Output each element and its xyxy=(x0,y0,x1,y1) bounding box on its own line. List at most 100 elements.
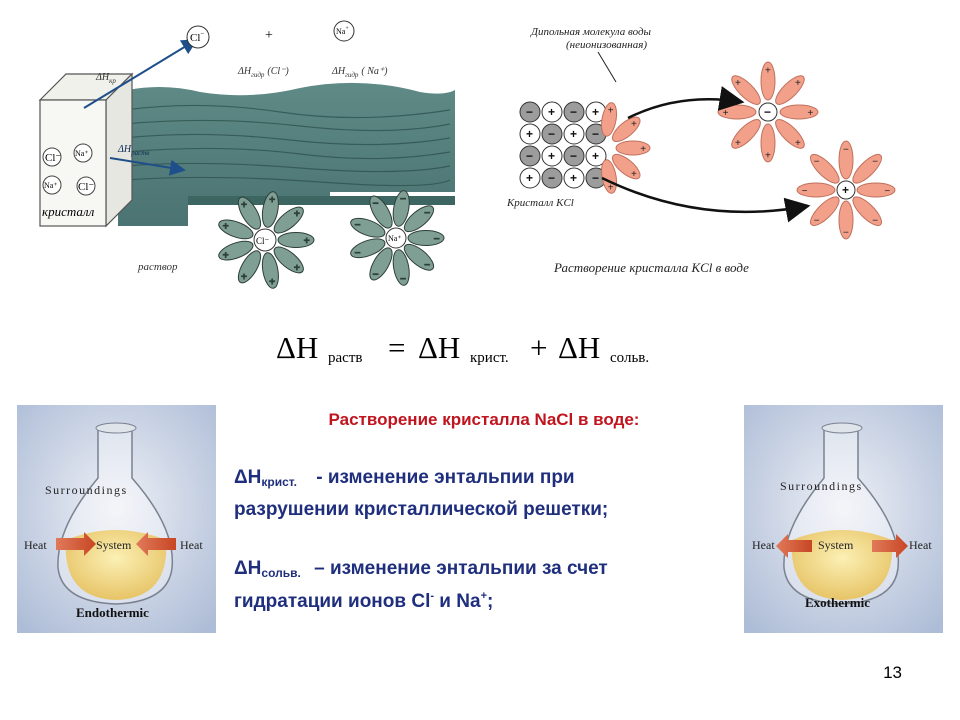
hydrated-cl-label: Cl⁻ xyxy=(256,236,270,246)
crystal-label: кристалл xyxy=(42,204,95,219)
water-dipole-petal xyxy=(237,196,262,230)
crystal-ion-4: Cl⁻ xyxy=(78,181,94,193)
plus-sign: + xyxy=(265,28,273,43)
water-dipole-petal xyxy=(392,249,410,286)
exo-surroundings: Surroundings xyxy=(780,479,863,493)
petal-charge-sign: − xyxy=(872,215,878,226)
endo-heat-left: Heat xyxy=(24,538,47,552)
hydrated-anion: ++++++++ xyxy=(717,61,819,163)
formula-term1-sub: раств xyxy=(328,350,363,366)
petal-charge-sign: + xyxy=(735,138,741,149)
petal-charge-sign: + xyxy=(735,78,741,89)
water-dipole-petal xyxy=(350,238,386,259)
water-dipole-petal xyxy=(779,104,819,120)
formula-plus: + xyxy=(530,330,548,365)
free-ion-charge: − xyxy=(764,105,771,119)
petal-charge-sign: − xyxy=(884,186,890,197)
pink-hydration-shell-attached: +++++ xyxy=(601,102,651,194)
endo-heat-arrow-right xyxy=(136,532,176,556)
water-dipole-petal xyxy=(261,191,279,228)
dh-solv-sub: сольв. xyxy=(261,566,301,580)
water-dipole-petal xyxy=(218,240,254,261)
petal-charge-sign: + xyxy=(765,66,771,77)
cl-charge: - xyxy=(430,590,435,602)
petal-charge-sign: + xyxy=(269,277,275,288)
lattice-charge-sign: − xyxy=(548,127,555,141)
dh-solv-line2: гидратации ионов Cl- и Na+; xyxy=(234,590,493,613)
kcl-crystal-label: Кристалл KCl xyxy=(506,197,574,209)
petal-charge-sign: + xyxy=(765,150,771,161)
lattice-charge-sign: − xyxy=(526,105,533,119)
formula-term2-sub: крист. xyxy=(470,350,509,366)
water-dipole-petal xyxy=(611,116,641,143)
water-dipole-petal xyxy=(760,61,776,101)
dh-kryst-line1: ΔHкрист. - изменение энтальпии при xyxy=(234,467,575,489)
k-cation xyxy=(519,167,541,189)
petal-charge-sign: − xyxy=(843,227,849,238)
petal-charge-sign: + xyxy=(223,250,229,261)
water-dipole-petal xyxy=(277,232,315,248)
water-surface xyxy=(118,82,455,226)
petal-charge-sign: + xyxy=(807,108,813,119)
water-dipole-petal xyxy=(796,182,836,198)
water-dipole-petal xyxy=(392,190,410,227)
crystal-ion-1: Cl⁻ xyxy=(45,152,61,164)
water-dipole-petal xyxy=(852,196,883,227)
petal-charge-sign: + xyxy=(723,108,729,119)
hydrated-na-label: Na⁺ xyxy=(388,234,402,243)
dipole-label-line2: (неионизованная) xyxy=(566,39,647,51)
endo-heat-arrow-left xyxy=(56,532,96,556)
cl-anion xyxy=(563,145,585,167)
petal-charge-sign: − xyxy=(400,194,406,205)
lattice-charge-sign: − xyxy=(570,105,577,119)
water-dipole-petal xyxy=(261,252,279,289)
water-dipole-petal xyxy=(838,200,854,240)
arrow-to-cation xyxy=(601,176,811,223)
label-dh-kr: ΔHкр xyxy=(95,72,116,85)
lattice-charge-sign: − xyxy=(592,127,599,141)
lattice-charge-sign: + xyxy=(592,149,599,163)
free-ion-cl: Cl− xyxy=(190,30,204,44)
dh-solv-desc2-c: ; xyxy=(487,591,494,612)
petal-charge-sign: − xyxy=(400,274,406,285)
lattice-charge-sign: + xyxy=(548,149,555,163)
lattice-charge-sign: − xyxy=(526,149,533,163)
petal-charge-sign: + xyxy=(241,200,247,211)
water-dipole-petal xyxy=(775,75,805,105)
exo-heat-left: Heat xyxy=(752,538,775,552)
k-cation xyxy=(563,123,585,145)
petal-charge-sign: − xyxy=(355,220,361,231)
free-ion-charge: + xyxy=(842,183,849,197)
water-dipole-petal xyxy=(350,217,386,238)
k-cation xyxy=(541,101,563,123)
endo-caption: Endothermic xyxy=(76,605,149,620)
dh-solv-line1: ΔHсольв. – изменение энтальпии за счет xyxy=(234,558,608,580)
petal-charge-sign: − xyxy=(373,269,379,280)
water-dipole-petal xyxy=(775,119,805,149)
na-charge: + xyxy=(480,590,487,602)
water-dipole-petal xyxy=(852,153,883,184)
petal-charge-sign: + xyxy=(223,222,229,233)
crystal-ion-3: Na⁺ xyxy=(44,181,58,190)
water-dipole-petal xyxy=(369,195,393,229)
water-dipole-petal xyxy=(760,123,776,163)
petal-charge-sign: − xyxy=(355,248,361,259)
petal-charge-sign: − xyxy=(814,215,820,226)
dh-kryst-symbol: ΔH xyxy=(234,467,262,488)
k-cation xyxy=(541,145,563,167)
solution-label: раствор xyxy=(137,261,178,273)
dh-kryst-sub: крист. xyxy=(261,475,297,489)
section-heading: Растворение кристалла NaCl в воде: xyxy=(328,410,640,429)
petal-charge-sign: + xyxy=(640,144,646,155)
free-ion-center xyxy=(758,102,778,122)
petal-charge-sign: + xyxy=(608,183,614,194)
dh-solv-desc1: – изменение энтальпии за счет xyxy=(314,558,608,579)
cl-anion xyxy=(541,167,563,189)
exo-heat-arrow-left xyxy=(776,534,812,558)
exothermic-flask-image: Surroundings Heat System Heat Exothermic xyxy=(744,405,943,633)
endo-surroundings: Surroundings xyxy=(45,483,128,497)
k-cation xyxy=(585,145,607,167)
arrow-dh-kr xyxy=(83,38,198,109)
dh-kryst-desc1: - изменение энтальпии при xyxy=(316,467,575,488)
